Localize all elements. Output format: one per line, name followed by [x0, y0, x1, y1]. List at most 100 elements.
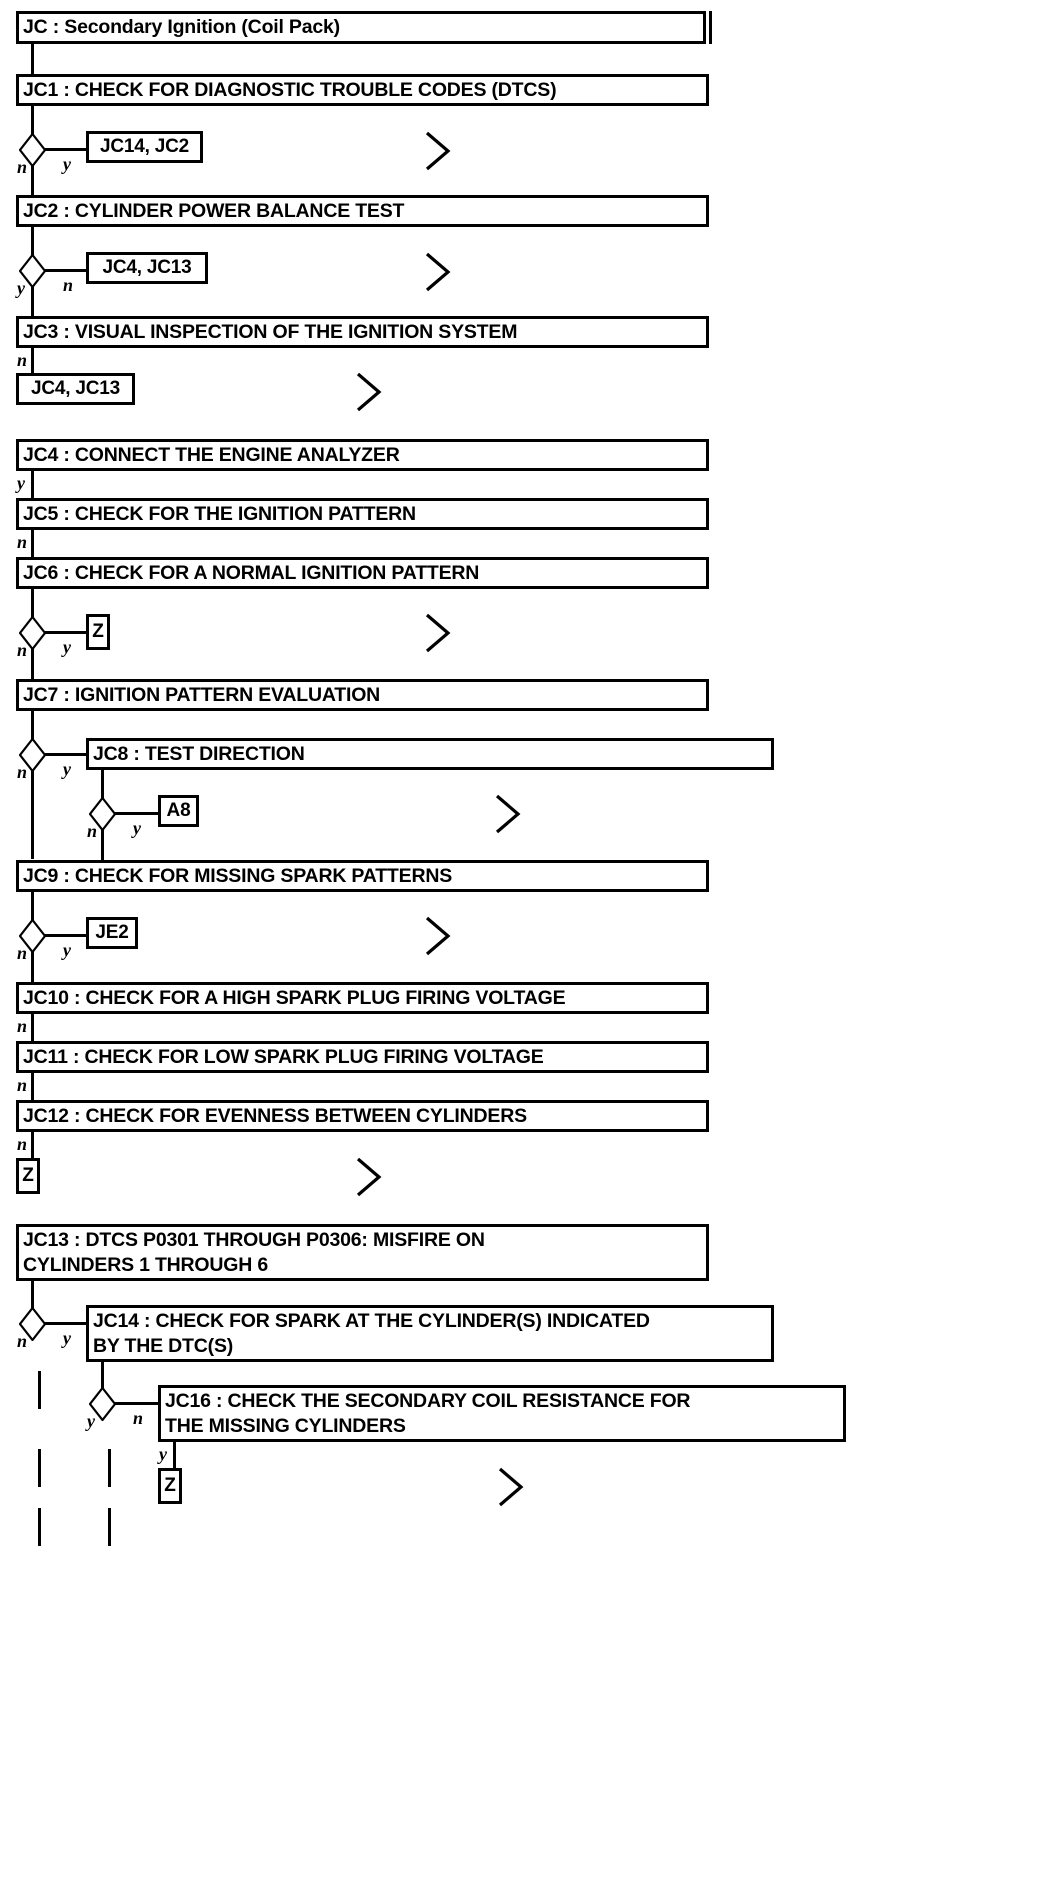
reference-box-jc4-jc13-a-label: JC4, JC13	[102, 257, 192, 278]
reference-box-z-2[interactable]: Z	[16, 1158, 40, 1194]
process-box-jc10-label: JC10 : CHECK FOR A HIGH SPARK PLUG FIRIN…	[23, 986, 566, 1009]
reference-box-je2-label: JE2	[95, 922, 129, 943]
dashed-connector-jc14-yes-1	[108, 1449, 111, 1487]
branch-label-jc7-no: n	[17, 762, 28, 782]
branch-line-jc9-yes	[45, 934, 87, 937]
process-box-jc13-label: JC13 : DTCS P0301 THROUGH P0306: MISFIRE…	[23, 1228, 485, 1276]
process-box-jc2-label: JC2 : CYLINDER POWER BALANCE TEST	[23, 199, 405, 222]
reference-box-jc14-jc2-label: JC14, JC2	[99, 136, 190, 157]
process-box-jc9-label: JC9 : CHECK FOR MISSING SPARK PATTERNS	[23, 864, 453, 887]
reference-box-a8[interactable]: A8	[158, 795, 199, 827]
process-box-jc12-label: JC12 : CHECK FOR EVENNESS BETWEEN CYLIND…	[23, 1104, 527, 1127]
connector-jc11-jc12	[31, 1073, 34, 1100]
connector-jc8-d5	[101, 770, 104, 798]
connector-d4-jc9	[31, 771, 34, 859]
process-box-jc[interactable]: JC : Secondary Ignition (Coil Pack)	[16, 11, 706, 44]
connector-jc7-d4	[31, 711, 34, 739]
continuation-chevron-3	[355, 371, 385, 413]
process-box-jc8-label: JC8 : TEST DIRECTION	[93, 742, 305, 765]
process-box-jc6[interactable]: JC6 : CHECK FOR A NORMAL IGNITION PATTER…	[16, 557, 709, 589]
reference-box-z-1-label: Z	[92, 621, 104, 642]
dashed-connector-jc13-no-1	[38, 1371, 41, 1409]
connector-d1-jc2	[31, 166, 34, 195]
process-box-jc11-label: JC11 : CHECK FOR LOW SPARK PLUG FIRING V…	[23, 1045, 544, 1068]
connector-jc4-jc5	[31, 471, 34, 498]
connector-d2-jc3	[31, 287, 34, 316]
continuation-chevron-7	[355, 1156, 385, 1198]
process-box-jc11[interactable]: JC11 : CHECK FOR LOW SPARK PLUG FIRING V…	[16, 1041, 709, 1073]
branch-line-jc14-no	[115, 1402, 159, 1405]
reference-box-jc14-jc2[interactable]: JC14, JC2	[86, 131, 203, 163]
process-box-jc13[interactable]: JC13 : DTCS P0301 THROUGH P0306: MISFIRE…	[16, 1224, 709, 1281]
branch-label-jc13-yes: y	[63, 1328, 71, 1348]
continuation-chevron-2	[424, 251, 454, 293]
process-box-jc3[interactable]: JC3 : VISUAL INSPECTION OF THE IGNITION …	[16, 316, 709, 348]
process-box-jc7[interactable]: JC7 : IGNITION PATTERN EVALUATION	[16, 679, 709, 711]
reference-box-z-3-label: Z	[164, 1475, 176, 1496]
branch-label-jc9-no: n	[17, 943, 28, 963]
process-box-jc9[interactable]: JC9 : CHECK FOR MISSING SPARK PATTERNS	[16, 860, 709, 892]
decision-diamond-jc14[interactable]	[89, 1387, 116, 1421]
reference-box-je2[interactable]: JE2	[86, 917, 138, 949]
branch-label-jc13-no: n	[17, 1331, 28, 1351]
connector-jc1-d1	[31, 106, 34, 134]
branch-label-jc14-yes: y	[87, 1411, 95, 1431]
branch-label-jc2-no: n	[63, 275, 74, 295]
connector-jc10-jc11	[31, 1014, 34, 1041]
branch-label-jc8-yes: y	[133, 818, 141, 838]
branch-line-jc2-no	[45, 269, 87, 272]
branch-label-jc16-yes: y	[159, 1444, 167, 1464]
process-box-jc14-label: JC14 : CHECK FOR SPARK AT THE CYLINDER(S…	[93, 1309, 650, 1357]
process-box-jc1[interactable]: JC1 : CHECK FOR DIAGNOSTIC TROUBLE CODES…	[16, 74, 709, 106]
branch-label-jc7-yes: y	[63, 759, 71, 779]
process-box-jc4[interactable]: JC4 : CONNECT THE ENGINE ANALYZER	[16, 439, 709, 471]
process-box-jc5[interactable]: JC5 : CHECK FOR THE IGNITION PATTERN	[16, 498, 709, 530]
connector-d5-jc9	[101, 830, 104, 860]
connector-jc9-d6	[31, 892, 34, 920]
connector-jc14-d8	[101, 1362, 104, 1388]
title-right-tick	[709, 11, 712, 44]
process-box-jc12[interactable]: JC12 : CHECK FOR EVENNESS BETWEEN CYLIND…	[16, 1100, 709, 1132]
process-box-jc4-label: JC4 : CONNECT THE ENGINE ANALYZER	[23, 443, 400, 466]
branch-label-jc8-no: n	[87, 821, 98, 841]
decision-diamond-jc13[interactable]	[19, 1307, 46, 1341]
connector-jc12-z	[31, 1132, 34, 1159]
continuation-chevron-1	[424, 130, 454, 172]
branch-label-jc6-yes: y	[63, 637, 71, 657]
connector-jc5-jc6	[31, 530, 34, 557]
reference-box-z-2-label: Z	[22, 1165, 34, 1186]
process-box-jc16-label: JC16 : CHECK THE SECONDARY COIL RESISTAN…	[165, 1389, 691, 1437]
connector-jc3-ref	[31, 348, 34, 375]
branch-label-jc9-yes: y	[63, 940, 71, 960]
branch-label-jc2-yes: y	[17, 278, 25, 298]
connector-d6-jc10	[31, 952, 34, 982]
reference-box-a8-label: A8	[166, 800, 191, 821]
dashed-connector-jc13-no-3	[38, 1508, 41, 1546]
connector-jc-jc1	[31, 44, 34, 74]
process-box-jc5-label: JC5 : CHECK FOR THE IGNITION PATTERN	[23, 502, 416, 525]
reference-box-jc4-jc13-a[interactable]: JC4, JC13	[86, 252, 208, 284]
process-box-jc10[interactable]: JC10 : CHECK FOR A HIGH SPARK PLUG FIRIN…	[16, 982, 709, 1014]
process-box-jc-label: JC : Secondary Ignition (Coil Pack)	[23, 16, 340, 39]
continuation-chevron-6	[424, 915, 454, 957]
process-box-jc8[interactable]: JC8 : TEST DIRECTION	[86, 738, 774, 770]
continuation-chevron-5	[494, 793, 524, 835]
branch-label-jc10-no: n	[17, 1016, 28, 1036]
branch-label-jc4-yes: y	[17, 473, 25, 493]
branch-line-jc1-yes	[45, 148, 87, 151]
process-box-jc14[interactable]: JC14 : CHECK FOR SPARK AT THE CYLINDER(S…	[86, 1305, 774, 1362]
reference-box-jc4-jc13-b[interactable]: JC4, JC13	[16, 373, 135, 405]
process-box-jc2[interactable]: JC2 : CYLINDER POWER BALANCE TEST	[16, 195, 709, 227]
dashed-connector-jc13-no-2	[38, 1449, 41, 1487]
connector-jc16-z	[173, 1442, 176, 1469]
branch-label-jc14-no: n	[133, 1408, 144, 1428]
branch-label-jc6-no: n	[17, 640, 28, 660]
continuation-chevron-8	[497, 1466, 527, 1508]
branch-label-jc3-no: n	[17, 350, 28, 370]
reference-box-z-1[interactable]: Z	[86, 614, 110, 650]
reference-box-z-3[interactable]: Z	[158, 1468, 182, 1504]
connector-jc13-d7	[31, 1281, 34, 1308]
process-box-jc16[interactable]: JC16 : CHECK THE SECONDARY COIL RESISTAN…	[158, 1385, 846, 1442]
branch-line-jc6-yes	[45, 631, 87, 634]
